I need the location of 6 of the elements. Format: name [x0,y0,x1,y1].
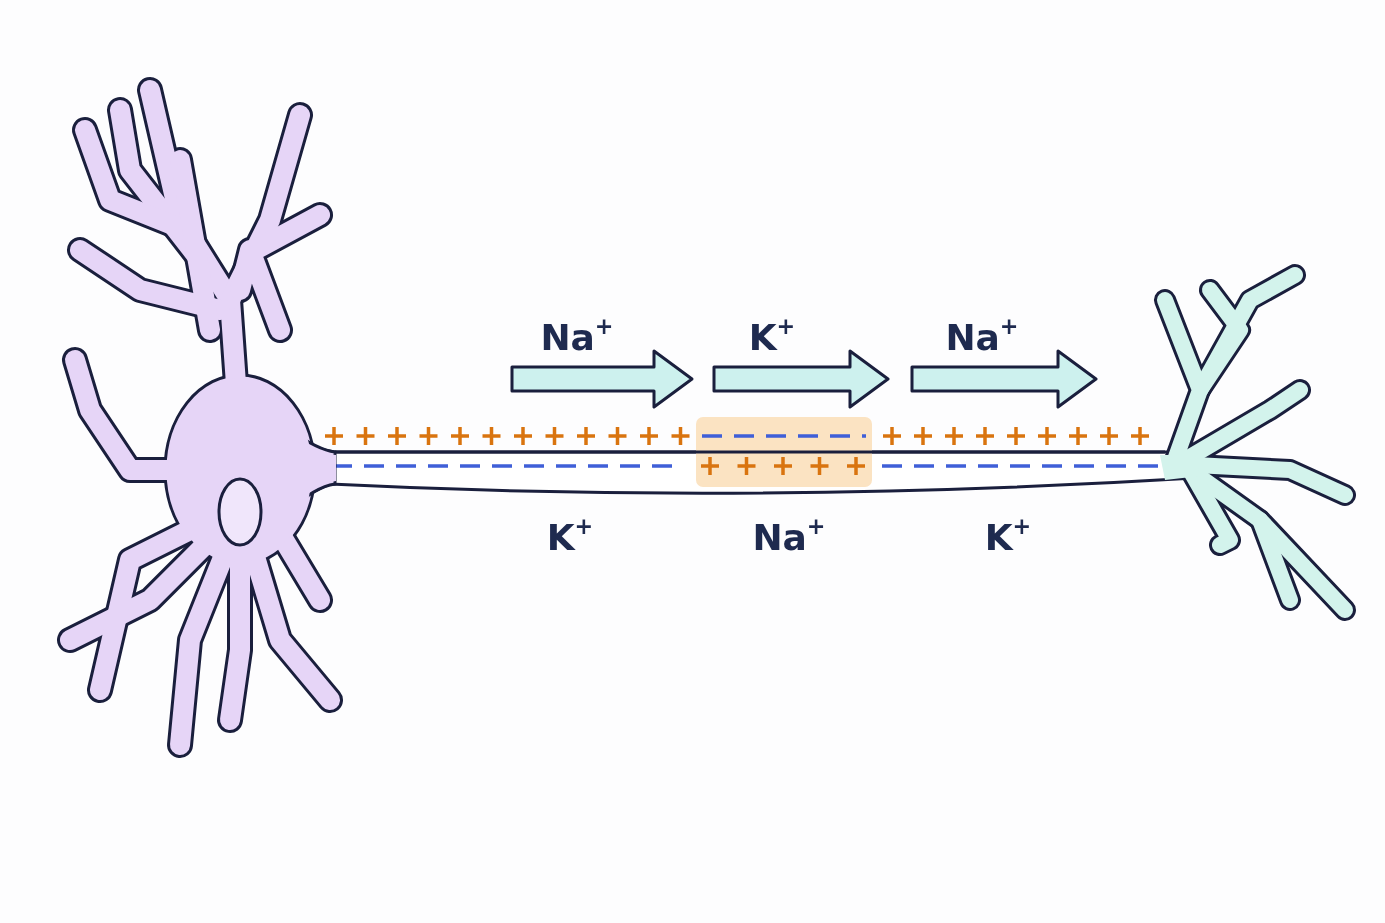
ion-label: K$^{+}$ [546,520,594,556]
ion-label: K$^{+}$ [748,320,796,356]
ion-label: Na$^{+}$ [752,520,826,556]
ion-label: Na$^{+}$ [945,320,1019,356]
ion-label: Na$^{+}$ [540,320,614,356]
ion-label: K$^{+}$ [984,520,1032,556]
